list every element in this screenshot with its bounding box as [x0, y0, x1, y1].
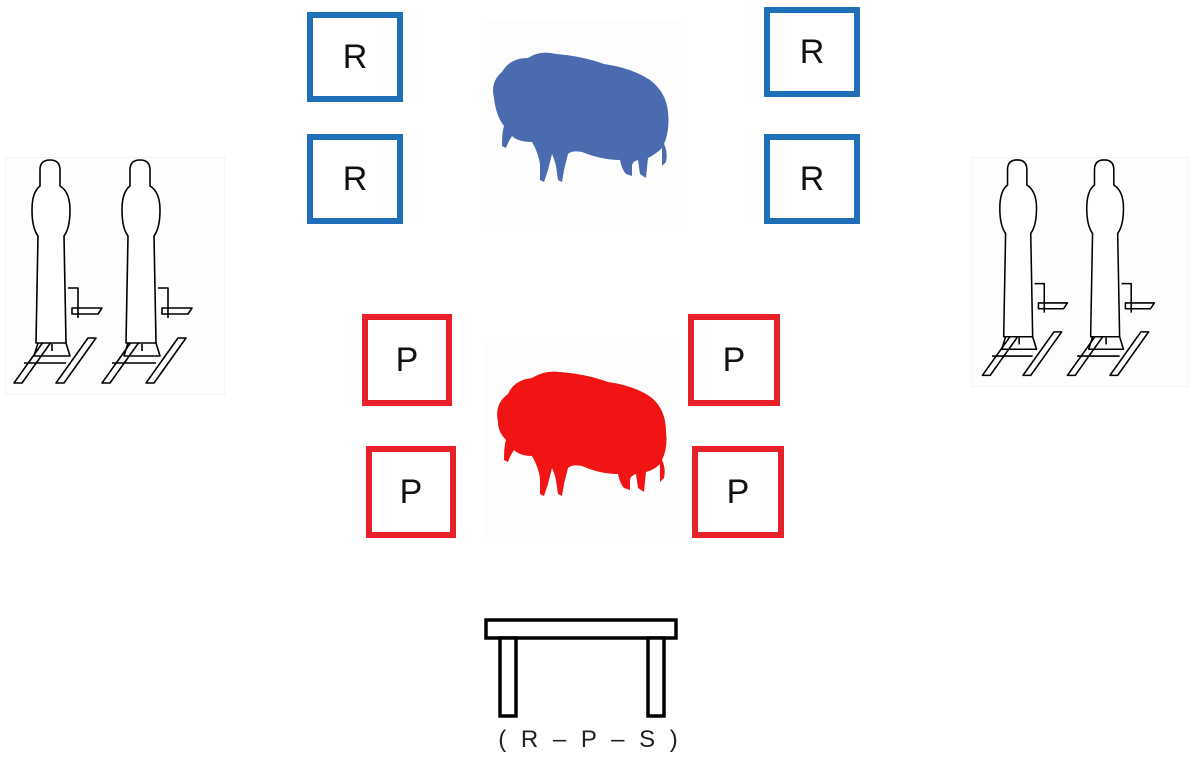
target-box-label: R: [799, 159, 825, 198]
target-box-label: R: [342, 37, 368, 76]
blue-bison-target: [482, 20, 686, 226]
steel-popper-target-pair-icon: [13, 159, 193, 384]
left-steel-targets: [6, 158, 224, 394]
rifle-target-box-bottom-right: R: [764, 134, 860, 224]
target-box-label: P: [722, 340, 746, 379]
target-box-label: P: [395, 340, 419, 379]
pistol-target-box-bottom-left: P: [366, 446, 456, 538]
pistol-target-box-bottom-right: P: [692, 446, 784, 538]
pistol-target-box-top-right: P: [688, 314, 780, 406]
rifle-target-box-bottom-left: R: [307, 134, 403, 224]
red-bison-target: [484, 342, 680, 538]
bison-silhouette-icon: [497, 371, 667, 496]
rifle-target-box-top-left: R: [307, 12, 403, 102]
bison-silhouette-icon: [493, 52, 669, 182]
steel-popper-target-pair-icon: [981, 159, 1156, 377]
target-box-label: P: [399, 472, 423, 511]
shooting-table-icon: [484, 618, 678, 718]
pistol-target-box-top-left: P: [362, 314, 452, 406]
target-box-label: P: [726, 472, 750, 511]
rifle-target-box-top-right: R: [764, 7, 860, 97]
start-position-caption: ( R – P – S ): [498, 726, 682, 753]
right-steel-targets: [972, 158, 1188, 386]
target-box-label: R: [799, 32, 825, 71]
target-box-label: R: [342, 159, 368, 198]
